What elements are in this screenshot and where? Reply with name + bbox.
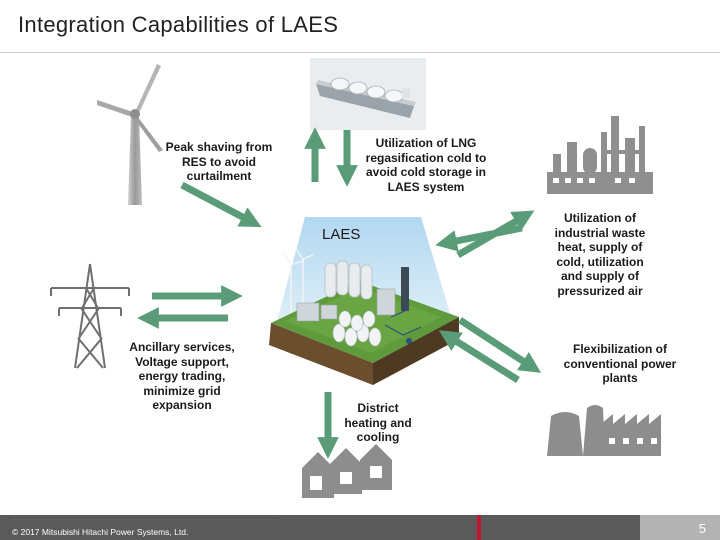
page-number: 5: [698, 521, 706, 536]
title-divider: [0, 52, 720, 53]
footer-copyright: © 2017 Mitsubishi Hitachi Power Systems,…: [12, 527, 189, 537]
footer-accent-bar: [477, 515, 481, 540]
houses-icon: [302, 444, 392, 498]
arrow-flex-in: [438, 330, 520, 383]
label-district-heating: District heating and cooling: [344, 401, 412, 444]
power-pylon-icon: [50, 263, 130, 369]
industrial-plant-icon: [547, 116, 653, 194]
power-plant-icon: [547, 405, 661, 456]
label-industrial-waste-heat: Utilization of industrial waste heat, su…: [554, 211, 646, 298]
arrow-industrial-in: [435, 224, 523, 252]
label-peak-shaving: Peak shaving from RES to avoid curtailme…: [165, 140, 273, 183]
page-title: Integration Capabilities of LAES: [18, 12, 339, 37]
page-number-box: 5: [640, 515, 720, 540]
wind-turbine-icon: [97, 64, 163, 205]
label-laes-center: LAES: [322, 226, 361, 243]
arrow-peak-shaving: [180, 181, 262, 228]
footer-bar: [0, 515, 640, 540]
label-lng-regasification: Utilization of LNG regasification cold t…: [365, 136, 487, 194]
arrow-flex-out: [458, 317, 542, 373]
label-flexibilization: Flexibilization of conventional power pl…: [563, 342, 677, 385]
footer-disclaimer-fineprint: ........................................…: [12, 517, 277, 521]
label-ancillary-services: Ancillary services, Voltage support, ene…: [129, 340, 235, 412]
laes-plant-illustration: [269, 217, 459, 385]
lng-ship-icon: [310, 58, 426, 130]
